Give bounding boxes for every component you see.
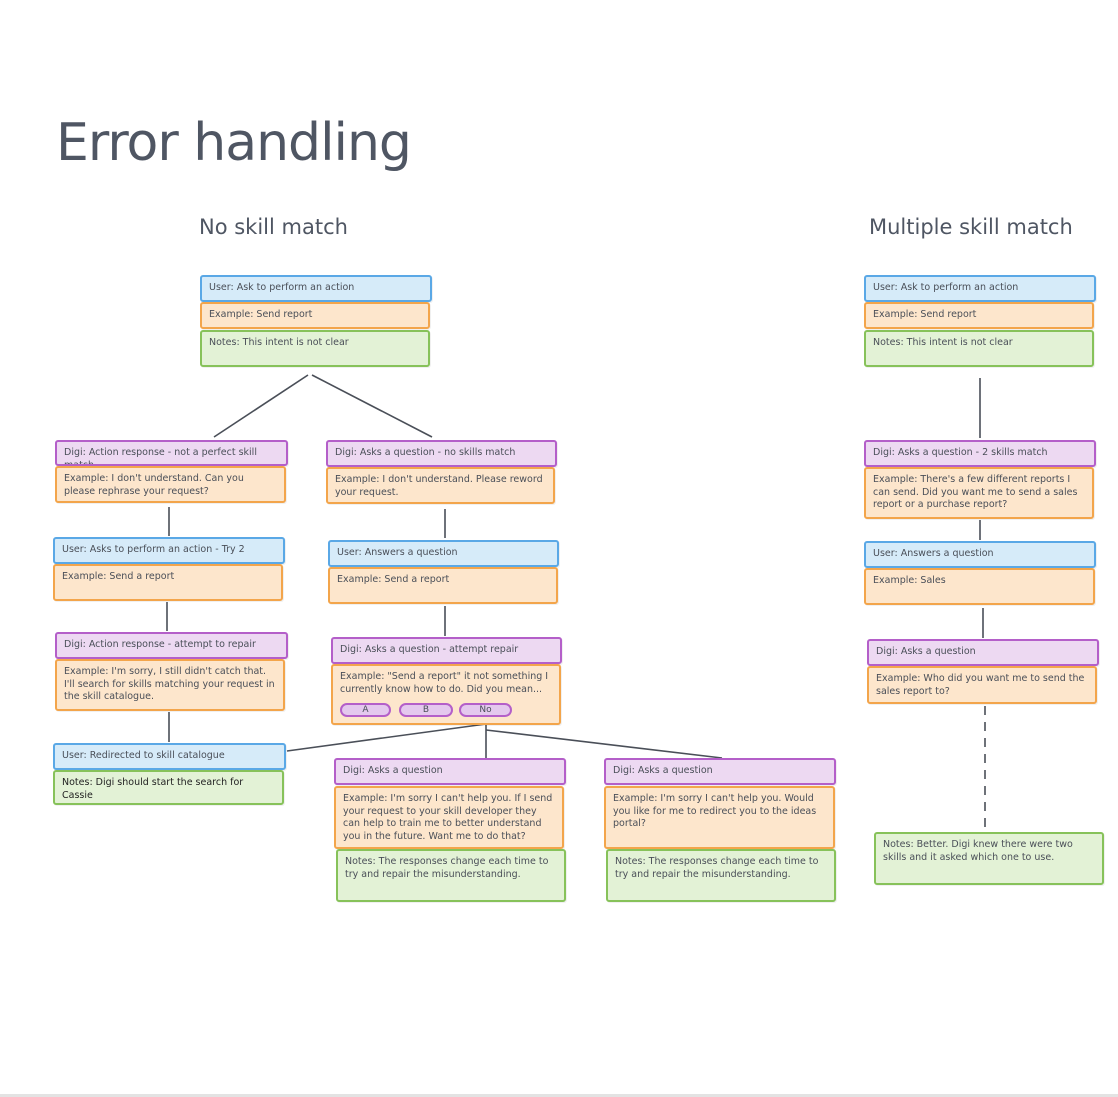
card-example-rephrase: Example: I don't understand. Can you ple…	[55, 466, 286, 503]
card-user-answers-question: User: Answers a question	[328, 540, 559, 567]
bottom-divider	[0, 1094, 1118, 1097]
card-user-try-2: User: Asks to perform an action - Try 2	[53, 537, 285, 564]
card-example-send-a-report-middle: Example: Send a report	[328, 567, 558, 604]
card-multi-notes-better: Notes: Better. Digi knew there were two …	[874, 832, 1104, 885]
card-digi-action-response: Digi: Action response - not a perfect sk…	[55, 440, 288, 466]
card-notes-cassie: Notes: Digi should start the search for …	[53, 770, 284, 805]
option-pill-b: B	[399, 703, 453, 717]
card-notes-intent-unclear: Notes: This intent is not clear	[200, 330, 430, 367]
example-did-you-mean-text: Example: "Send a report" it not somethin…	[340, 671, 549, 695]
card-example-send-a-report: Example: Send a report	[53, 564, 283, 601]
card-user-redirected: User: Redirected to skill catalogue	[53, 743, 286, 770]
card-multi-notes-intent-unclear: Notes: This intent is not clear	[864, 330, 1094, 367]
card-example-skill-developer: Example: I'm sorry I can't help you. If …	[334, 786, 564, 849]
connector-line	[485, 729, 723, 759]
card-user-ask-action: User: Ask to perform an action	[200, 275, 432, 302]
connector-line	[286, 723, 487, 752]
card-digi-attempt-repair: Digi: Action response - attempt to repai…	[55, 632, 288, 659]
card-digi-attempt-repair-question: Digi: Asks a question - attempt repair	[331, 637, 562, 664]
card-multi-digi-2-skills: Digi: Asks a question - 2 skills match	[864, 440, 1096, 467]
section-title-no-skill-match: No skill match	[199, 215, 348, 239]
option-pill-a: A	[340, 703, 391, 717]
card-multi-example-reports: Example: There's a few different reports…	[864, 467, 1094, 519]
card-example-send-report: Example: Send report	[200, 302, 430, 329]
option-pill-no: No	[459, 703, 512, 717]
card-example-reword: Example: I don't understand. Please rewo…	[326, 467, 555, 504]
card-digi-asks-question-a: Digi: Asks a question	[334, 758, 566, 785]
section-title-multiple-skill-match: Multiple skill match	[869, 215, 1073, 239]
card-digi-asks-question-b: Digi: Asks a question	[604, 758, 836, 785]
card-multi-user-ask-action: User: Ask to perform an action	[864, 275, 1096, 302]
card-multi-example-send-report: Example: Send report	[864, 302, 1094, 329]
card-multi-example-sales: Example: Sales	[864, 568, 1095, 605]
card-multi-example-send-to: Example: Who did you want me to send the…	[867, 666, 1097, 704]
connector-line	[213, 374, 309, 438]
card-digi-no-skills-match: Digi: Asks a question - no skills match	[326, 440, 557, 467]
card-multi-digi-asks-question: Digi: Asks a question	[867, 639, 1099, 666]
card-example-skill-catalogue: Example: I'm sorry, I still didn't catch…	[55, 659, 285, 711]
card-notes-responses-change-b: Notes: The responses change each time to…	[606, 849, 836, 902]
card-multi-user-answers: User: Answers a question	[864, 541, 1096, 568]
card-example-ideas-portal: Example: I'm sorry I can't help you. Wou…	[604, 786, 835, 849]
connector-line	[311, 374, 433, 438]
page-title: Error handling	[56, 113, 412, 173]
card-notes-responses-change-a: Notes: The responses change each time to…	[336, 849, 566, 902]
